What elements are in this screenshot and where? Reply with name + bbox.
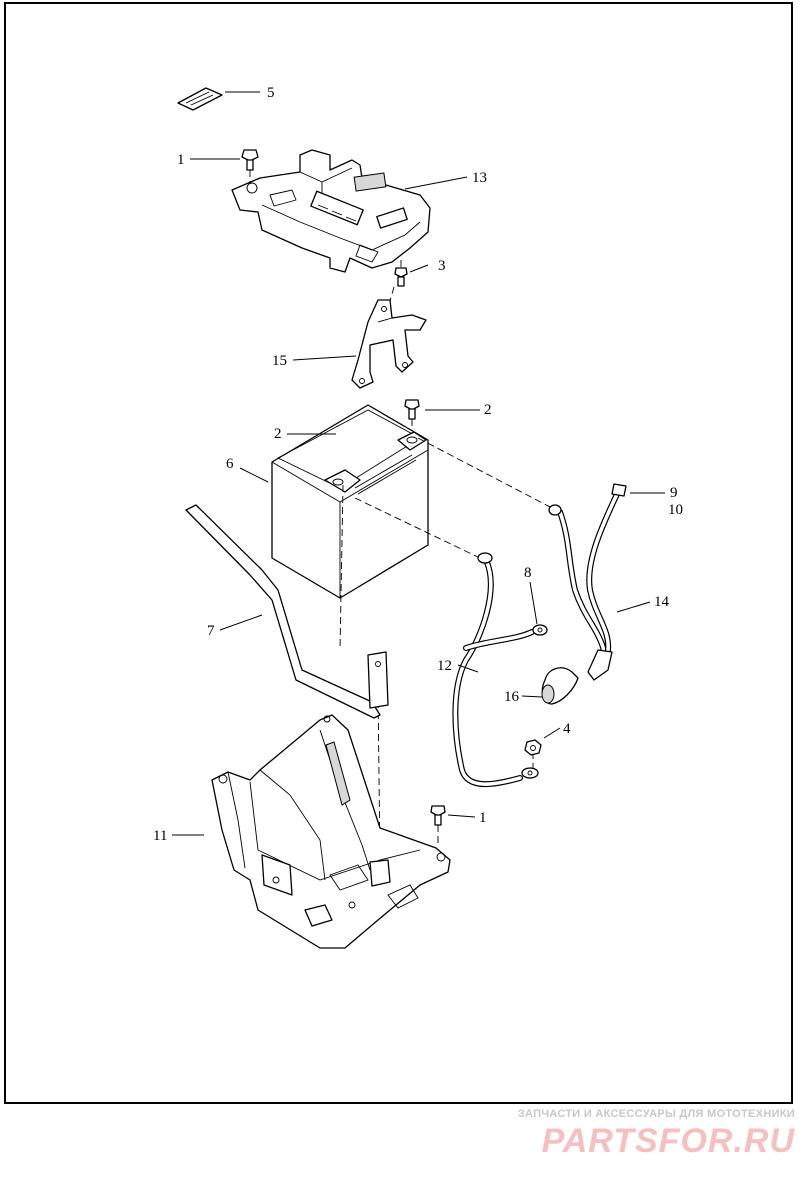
callout-1: 1 [177, 152, 185, 168]
callout-labels: 5 1 13 3 15 2 2 6 9 10 8 14 7 12 16 4 1 … [153, 85, 683, 844]
callout-5: 5 [267, 85, 275, 101]
callout-2: 2 [274, 426, 282, 442]
watermark: ЗАПЧАСТИ И АКСЕССУАРЫ ДЛЯ МОТОТЕХНИКИ PA… [470, 1108, 795, 1161]
watermark-tagline: ЗАПЧАСТИ И АКСЕССУАРЫ ДЛЯ МОТОТЕХНИКИ [517, 1108, 795, 1120]
callout-8: 8 [524, 565, 532, 581]
callout-7: 7 [207, 623, 215, 639]
part-1-bolt-bottom [430, 805, 446, 845]
part-14-cable [548, 483, 627, 681]
callout-2: 2 [484, 402, 492, 418]
diagram-frame [4, 2, 793, 1104]
part-16-terminal-boot [541, 667, 579, 705]
part-6-battery [271, 404, 429, 599]
callout-11: 11 [153, 828, 167, 844]
part-11-battery-tray [211, 714, 451, 949]
callout-3: 3 [438, 258, 446, 274]
callout-9: 9 [670, 485, 678, 501]
callout-4: 4 [563, 721, 571, 737]
part-5-label [177, 87, 223, 111]
part-7-strap [185, 504, 389, 719]
part-8-cable-branch [463, 624, 548, 651]
callout-13: 13 [472, 170, 487, 186]
part-3-screw [387, 260, 408, 309]
part-13-electrical-tray [231, 149, 431, 273]
callout-14: 14 [654, 594, 670, 610]
callout-12: 12 [437, 658, 452, 674]
callout-15: 15 [272, 353, 287, 369]
part-15-bracket [351, 299, 427, 389]
callout-6: 6 [226, 456, 234, 472]
part-4-nut [524, 739, 542, 756]
part-12-cable [452, 552, 539, 788]
leader-lines [172, 91, 665, 836]
callout-10: 10 [668, 502, 683, 518]
part-1-bolt-top [241, 149, 259, 182]
watermark-logo: PARTSFOR.RU [541, 1122, 795, 1160]
part-2-bolt-right [404, 399, 420, 438]
callout-1: 1 [479, 810, 487, 826]
callout-16: 16 [504, 689, 520, 705]
